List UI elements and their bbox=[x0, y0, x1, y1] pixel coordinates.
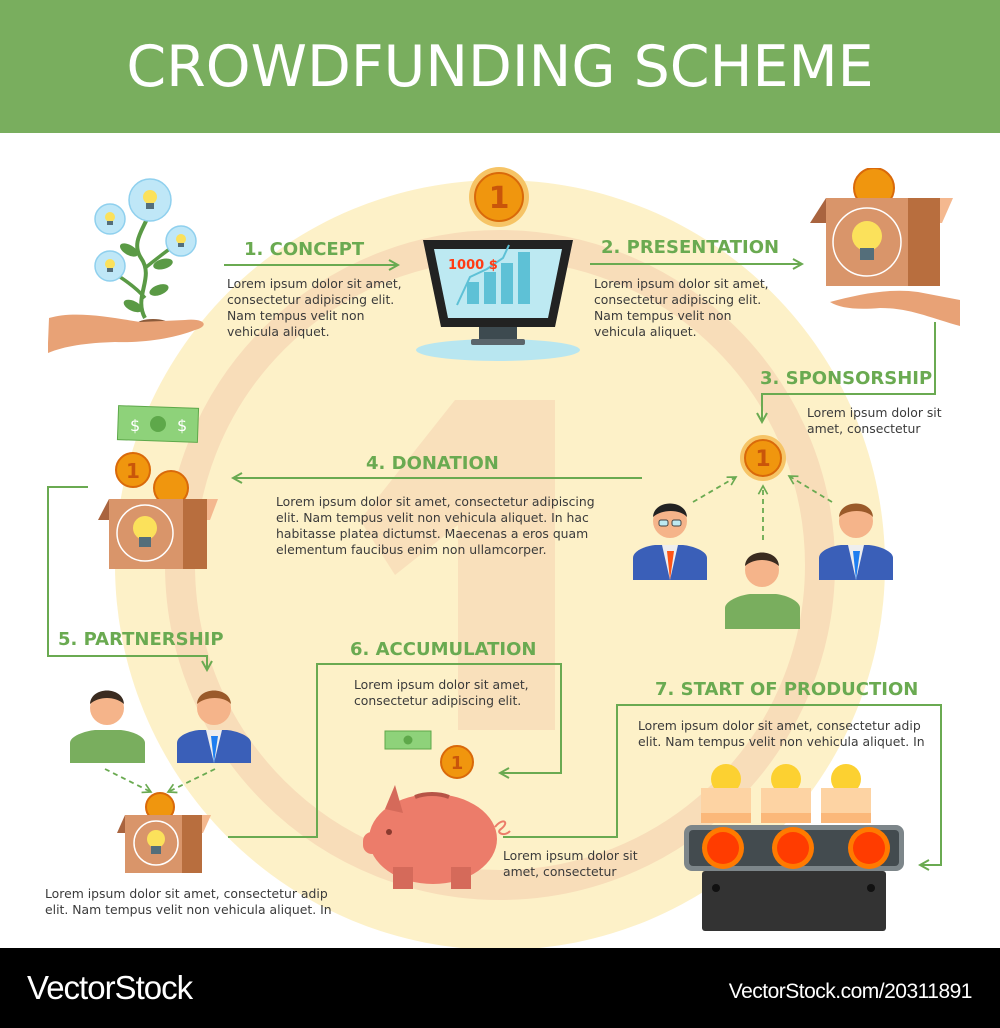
step-7-title: 7. START OF PRODUCTION bbox=[655, 679, 919, 700]
step-6-title: 6. ACCUMULATION bbox=[350, 639, 537, 660]
dashed-connectors bbox=[104, 475, 833, 794]
lightbulb-bubble-icon bbox=[94, 178, 197, 282]
plant-in-hand-icon bbox=[48, 178, 204, 353]
idea-box-in-hand-icon bbox=[810, 168, 960, 326]
person-casual-icon bbox=[70, 690, 145, 763]
step-6-description: Lorem ipsum dolor sit amet,consectetur a… bbox=[354, 677, 529, 708]
step-4-description: Lorem ipsum dolor sit amet, consectetur … bbox=[276, 494, 595, 557]
donation-box-icon: $ $ 1 bbox=[98, 405, 218, 569]
svg-text:$: $ bbox=[177, 416, 187, 435]
piggy-bank-icon: 1 bbox=[363, 730, 511, 889]
lightbulb-box-icon bbox=[701, 764, 871, 823]
footer-watermark-bar: VectorStock VectorStock.com/20311891 bbox=[0, 948, 1000, 1028]
step-4-title: 4. DONATION bbox=[366, 453, 499, 474]
svg-text:1: 1 bbox=[126, 459, 140, 483]
image-reference: VectorStock.com/20311891 bbox=[728, 980, 973, 1003]
step-2-description: Lorem ipsum dolor sit amet,consectetur a… bbox=[594, 276, 769, 339]
flow-connectors bbox=[47, 264, 942, 865]
sponsors-group-icon: 1 bbox=[633, 435, 893, 629]
step-5-title: 5. PARTNERSHIP bbox=[58, 629, 224, 650]
banknote-icon: $ $ bbox=[116, 405, 200, 443]
idea-box-icon bbox=[117, 792, 211, 873]
svg-text:1: 1 bbox=[489, 181, 510, 216]
page-title: CROWDFUNDING SCHEME bbox=[126, 34, 874, 100]
person-blue-tie-icon bbox=[819, 503, 893, 580]
brand-logo-text: VectorStock bbox=[27, 969, 193, 1006]
step-3-title: 3. SPONSORSHIP bbox=[760, 368, 933, 389]
step-1-description: Lorem ipsum dolor sit amet,consectetur a… bbox=[227, 276, 402, 339]
step-5-description: Lorem ipsum dolor sit amet, consectetur … bbox=[45, 886, 332, 917]
header-banner: CROWDFUNDING SCHEME bbox=[0, 0, 1000, 133]
coin-icon: 1 bbox=[740, 435, 786, 481]
person-blue-tie-icon bbox=[177, 690, 251, 763]
step-1-title: 1. CONCEPT bbox=[244, 239, 365, 260]
svg-text:1: 1 bbox=[755, 447, 770, 472]
partners-icon bbox=[70, 690, 251, 873]
monitor-amount-label: 1000 $ bbox=[448, 258, 498, 273]
step-2-title: 2. PRESENTATION bbox=[601, 237, 780, 258]
svg-text:1: 1 bbox=[451, 753, 464, 774]
coin-icon: 1 bbox=[440, 745, 474, 779]
diagram-canvas: 1. CONCEPT Lorem ipsum dolor sit amet,co… bbox=[0, 133, 1000, 948]
step-7-description: Lorem ipsum dolor sit amet, consectetur … bbox=[638, 718, 925, 749]
banknote-icon bbox=[384, 730, 432, 750]
monitor-chart-icon: 1 1000 $ bbox=[416, 167, 580, 361]
production-conveyor-icon bbox=[684, 764, 904, 931]
person-with-glasses-icon bbox=[633, 503, 707, 580]
svg-text:$: $ bbox=[130, 416, 140, 435]
person-casual-icon bbox=[725, 552, 800, 629]
coin-icon: 1 bbox=[469, 167, 529, 227]
